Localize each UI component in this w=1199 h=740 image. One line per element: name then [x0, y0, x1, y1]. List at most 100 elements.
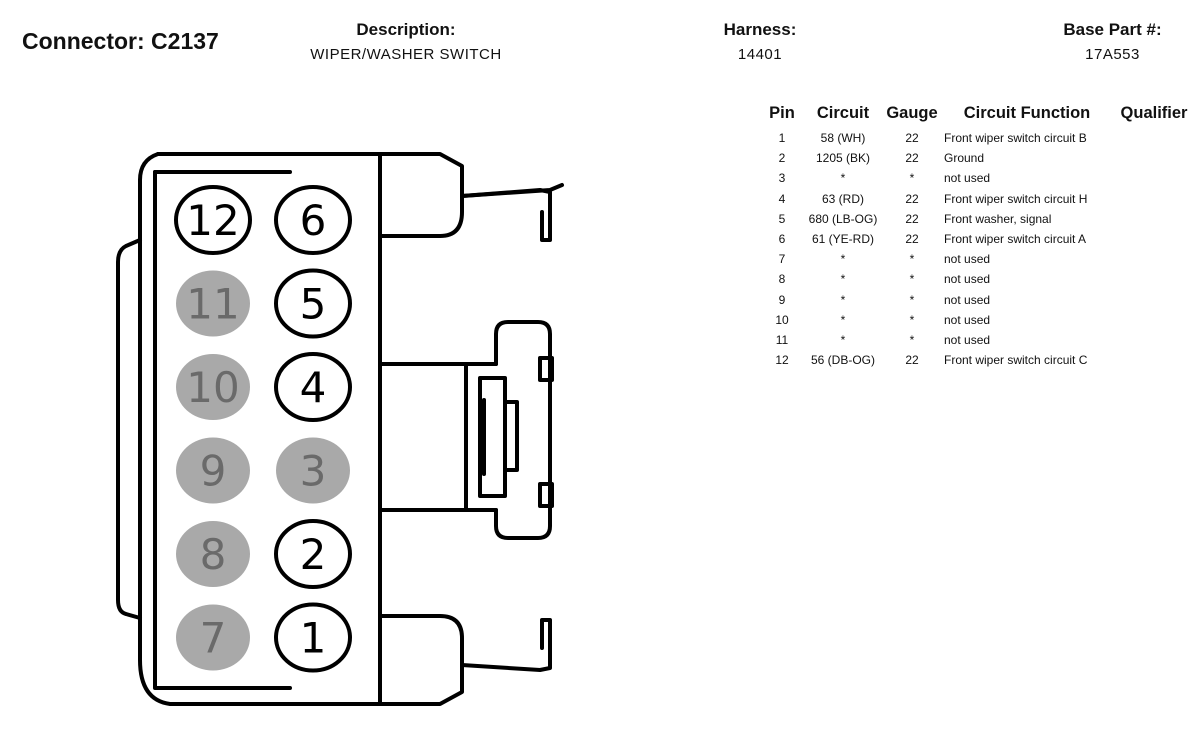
table-row: 5 680 (LB-OG) 22 Front washer, signal: [762, 209, 1194, 229]
pin-circle: [174, 185, 252, 255]
pin-12: 12: [174, 185, 252, 255]
circuit-function-cell: Front wiper switch circuit A: [944, 232, 1087, 247]
circuit-function-cell: not used: [944, 171, 991, 186]
gauge-cell: 22: [905, 211, 919, 226]
pin-2: 2: [274, 519, 352, 589]
harness-label: Harness:: [723, 20, 797, 39]
qualifier-cell: [1114, 249, 1194, 269]
gauge-cell: *: [909, 252, 915, 267]
pin-label: 5: [300, 280, 327, 329]
pin-3: 3: [276, 437, 350, 504]
circuit-function-cell: not used: [944, 332, 991, 347]
pin-circle: [276, 437, 350, 504]
pin-cell: 10: [775, 312, 789, 327]
circuit-cell: *: [840, 252, 846, 267]
pin-circle: [176, 604, 250, 671]
qualifier-cell: [1114, 128, 1194, 148]
connector-title: Connector: C2137: [22, 28, 219, 54]
pin-cell: 4: [778, 191, 786, 206]
pin-cell: 12: [775, 353, 789, 368]
pin-5: 5: [274, 268, 352, 339]
table-row: 10**not used: [762, 310, 1194, 330]
pin-circle: [176, 354, 250, 420]
connector-housing: [116, 152, 564, 706]
table-row: 7 * * not used: [762, 249, 1194, 269]
pin-4: 4: [274, 352, 352, 422]
column-header-gauge: Gauge: [886, 104, 938, 122]
pin-label: 11: [186, 280, 239, 329]
gauge-cell: 22: [905, 353, 919, 368]
table-row: 3 * * not used: [762, 168, 1194, 188]
pin-label: 2: [300, 530, 327, 579]
pin-cell: 3: [778, 171, 786, 186]
pin-cell: 11: [775, 332, 789, 347]
circuit-cell: *: [840, 292, 846, 307]
pin-cell: 6: [778, 232, 786, 247]
gauge-cell: *: [909, 312, 915, 327]
pin-label: 1: [300, 614, 327, 663]
qualifier-cell: [1114, 330, 1194, 350]
column-header-qualifier: Qualifier: [1120, 104, 1188, 122]
qualifier-cell: [1114, 148, 1194, 168]
pin-cell: 8: [778, 272, 786, 287]
pin-6: 6: [274, 185, 352, 255]
pin-cell: 5: [778, 211, 786, 226]
pin-label: 3: [300, 447, 327, 496]
pin-label: 8: [200, 530, 227, 579]
circuit-function-cell: not used: [944, 272, 991, 287]
pin-circle: [176, 521, 250, 587]
pin-cell: 9: [778, 292, 786, 307]
circuit-function-cell: not used: [944, 252, 991, 267]
circuit-cell: 58 (WH): [820, 131, 866, 146]
circuit-cell: 61 (YE-RD): [811, 232, 874, 247]
base-part-value: 17A553: [1085, 46, 1140, 63]
circuit-cell: 56 (DB-OG): [810, 353, 875, 368]
pin-label: 6: [300, 196, 327, 245]
gauge-cell: *: [909, 292, 915, 307]
pin-circle: [274, 519, 352, 589]
circuit-function-cell: not used: [944, 292, 991, 307]
gauge-cell: 22: [905, 191, 919, 206]
circuit-cell: *: [840, 272, 846, 287]
circuit-function-cell: not used: [944, 312, 991, 327]
qualifier-cell: [1114, 189, 1194, 209]
pin-label: 10: [186, 363, 239, 412]
pin-circle: [274, 185, 352, 255]
pin-10: 10: [176, 354, 250, 420]
pin-label: 12: [186, 196, 239, 245]
harness-block: Harness: 14401: [700, 20, 820, 63]
description-block: Description: WIPER/WASHER SWITCH: [300, 20, 512, 63]
qualifier-cell: [1114, 310, 1194, 330]
circuit-cell: 680 (LB-OG): [808, 211, 878, 226]
column-header-circuit-function: Circuit Function: [963, 104, 1091, 122]
pin-8: 8: [176, 521, 250, 587]
harness-value: 14401: [737, 46, 783, 63]
description-label: Description:: [356, 20, 456, 39]
circuit-cell: 1205 (BK): [815, 151, 871, 166]
circuit-cell: *: [840, 171, 846, 186]
column-header-pin: Pin: [769, 104, 795, 122]
circuit-function-cell: Front wiper switch circuit H: [944, 191, 1088, 206]
qualifier-cell: [1114, 168, 1194, 188]
pin-circle: [274, 268, 352, 339]
pin-cell: 7: [778, 252, 786, 267]
pin-1: 1: [274, 602, 352, 673]
gauge-cell: 22: [905, 151, 919, 166]
circuit-function-cell: Front wiper switch circuit B: [944, 131, 1087, 146]
circuit-function-cell: Front washer, signal: [944, 211, 1052, 226]
pin-table: Pin Circuit Gauge Circuit Function Quali…: [762, 104, 1194, 370]
circuit-cell: 63 (RD): [821, 191, 864, 206]
gauge-cell: *: [909, 272, 915, 287]
column-header-circuit: Circuit: [816, 104, 870, 122]
table-row: 11**not used: [762, 330, 1194, 350]
base-part-block: Base Part #: 17A553: [1040, 20, 1185, 63]
qualifier-cell: [1114, 290, 1194, 310]
qualifier-cell: [1114, 350, 1194, 370]
gauge-cell: *: [909, 171, 915, 186]
